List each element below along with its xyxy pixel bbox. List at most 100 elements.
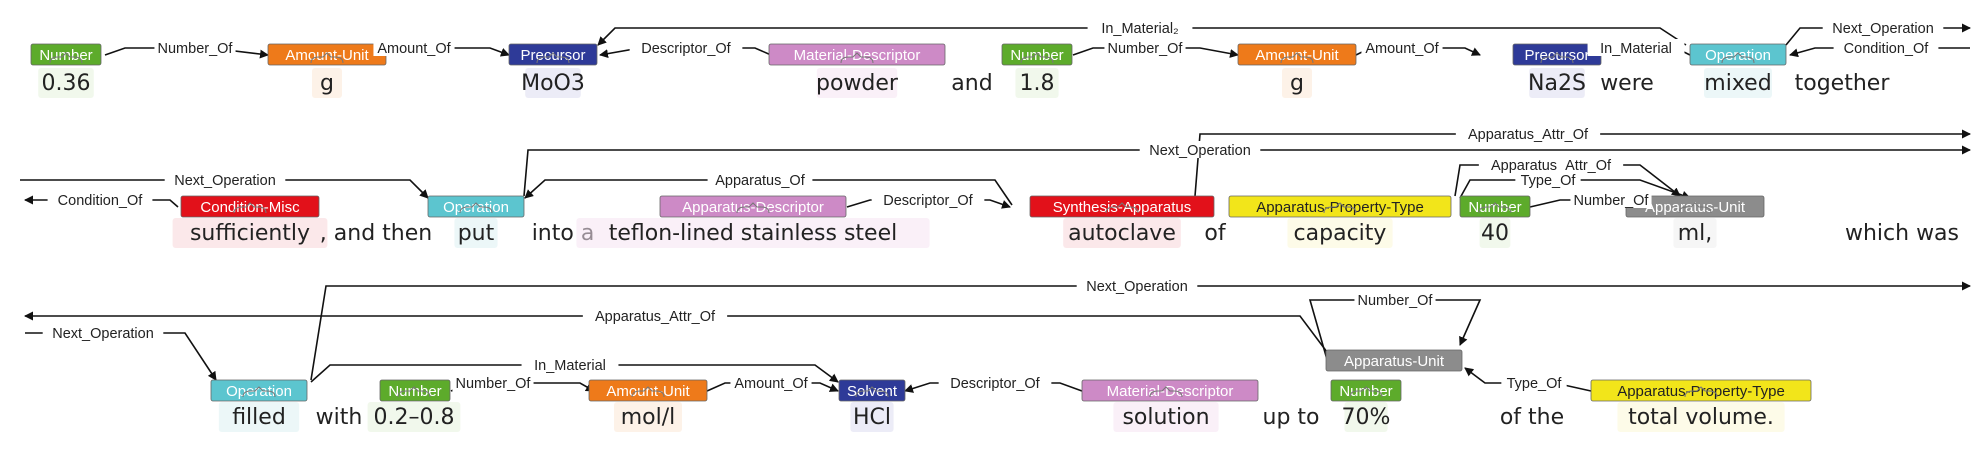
relation-label-descriptor-of: Descriptor_Of [883,193,973,209]
tag-label: Apparatus-Unit [1645,199,1746,216]
tag-box [1330,379,1402,402]
token-brace [1540,52,1574,64]
token-capacity: capacity [1294,221,1387,246]
entity-tag-operation[interactable]: Operation [1689,43,1787,66]
relation-label-bg [154,39,236,56]
token-highlight [38,68,94,98]
entity-tag-precursor[interactable]: Precursor [508,43,598,66]
token-hcl: HCl [853,405,891,430]
entity-tag-synthesis-apparatus[interactable]: Synthesis-Apparatus [1029,195,1215,218]
relation-label-next-operation: Next_Operation [174,173,276,189]
entity-tag-number[interactable]: Number [1459,195,1531,218]
entity-tag-number[interactable]: Number [30,43,102,66]
token-filled: filled [232,405,286,430]
entity-tag-number[interactable]: Number [1001,43,1073,66]
tag-box [588,379,708,402]
token-brace [242,386,276,398]
entity-tag-apparatus-property-type[interactable]: Apparatus-Property-Type [1590,379,1812,402]
tag-label: Number [1468,199,1521,216]
token-with: with [316,405,363,430]
entity-tag-material-descriptor[interactable]: Material-Descriptor [768,43,946,66]
relation-label-apparatus-of: Apparatus_Of [715,173,805,189]
relation-arc-next-operation[interactable] [20,179,429,199]
token-brace [1105,202,1139,214]
tag-label: Operation [1705,47,1771,64]
relation-arc-next-operation[interactable] [523,145,1971,197]
token-highlight [1282,68,1312,98]
token-highlight [576,218,930,248]
tag-label: Operation [226,383,292,400]
entity-tag-operation[interactable]: Operation [210,379,308,402]
tag-box [1001,43,1073,66]
entity-tag-precursor[interactable]: Precursor [1512,43,1602,66]
token-brace [1721,52,1755,64]
relation-label-bg [47,191,153,208]
tag-box [427,195,525,218]
tag-label: Apparatus-Descriptor [682,199,824,216]
token-powder: powder [816,71,899,96]
relation-label-number-of: Number_Of [1358,293,1434,309]
relation-label-apparatus-attr-of: Apparatus_Attr_Of [1491,158,1612,174]
relation-label-bg [452,374,534,391]
tag-label: Apparatus-Property-Type [1256,199,1424,216]
token-up-to: up to [1263,405,1320,430]
entity-tag-amount-unit[interactable]: Amount-Unit [267,43,387,66]
tag-label: Material-Descriptor [794,47,921,64]
relation-label-bg [521,356,619,373]
token-highlight [1617,402,1785,432]
tag-box [1228,195,1452,218]
token-highlight [1015,68,1059,98]
tag-label: Apparatus-Property-Type [1617,383,1785,400]
tag-label: Solvent [847,383,898,400]
entity-tag-operation[interactable]: Operation [427,195,525,218]
token-brace [1149,386,1183,398]
relation-label-descriptor-of: Descriptor_Of [641,41,731,57]
token-brace [631,386,665,398]
entity-tag-number[interactable]: Number [379,379,451,402]
entity-tag-material-descriptor[interactable]: Material-Descriptor [1081,379,1259,402]
token-put: put [458,221,495,246]
tag-box [210,379,308,402]
token-brace [1323,202,1357,214]
relation-label-in-material: In_Material [534,358,606,374]
entity-tag-amount-unit[interactable]: Amount-Unit [588,379,708,402]
entity-tag-apparatus-property-type[interactable]: Apparatus-Property-Type [1228,195,1452,218]
entity-tag-apparatus-descriptor[interactable]: Apparatus-Descriptor [659,195,847,218]
entity-tag-apparatus-unit[interactable]: Apparatus-Unit [1325,349,1463,372]
token-70: 70% [1342,405,1391,430]
token-highlight [218,402,300,432]
relation-arc-next-operation[interactable] [310,281,1971,381]
token-g: g [1290,71,1304,96]
relation-label-next-operation: Next_Operation [1149,143,1251,159]
entity-tag-condition-misc[interactable]: Condition-Misc [180,195,320,218]
token-highlight [367,402,461,432]
tag-box [1237,43,1357,66]
entity-tag-solvent[interactable]: Solvent [838,379,906,402]
relation-arc-apparatus-attr-of[interactable] [1194,129,1971,197]
token-brace [1349,386,1383,398]
token-highlight [525,68,581,98]
tag-label: Precursor [1524,47,1589,64]
relation-label-bg [582,307,728,324]
tag-box [1689,43,1787,66]
relation-label-bg [1515,171,1581,188]
relation-label-bg [164,171,286,188]
relation-label-next-operation: Next_Operation [1086,279,1188,295]
tag-box [379,379,451,402]
tag-box [768,43,946,66]
token-sufficiently: sufficiently [190,221,310,246]
token-and-then: , and then [320,221,432,246]
entity-tag-amount-unit[interactable]: Amount-Unit [1237,43,1357,66]
tag-label: Synthesis-Apparatus [1053,199,1191,216]
token-brace [1684,386,1718,398]
token-highlight [1287,218,1393,248]
relation-label-bg [1455,125,1601,142]
token-highlight [454,218,498,248]
relation-label-bg [1478,156,1624,173]
relation-arc-apparatus-attr-of[interactable] [24,311,1331,357]
relation-label-bg [1139,141,1261,158]
entity-tag-apparatus-unit[interactable]: Apparatus-Unit [1625,195,1765,218]
token-highlight [1344,402,1388,432]
entity-tag-number[interactable]: Number [1330,379,1402,402]
